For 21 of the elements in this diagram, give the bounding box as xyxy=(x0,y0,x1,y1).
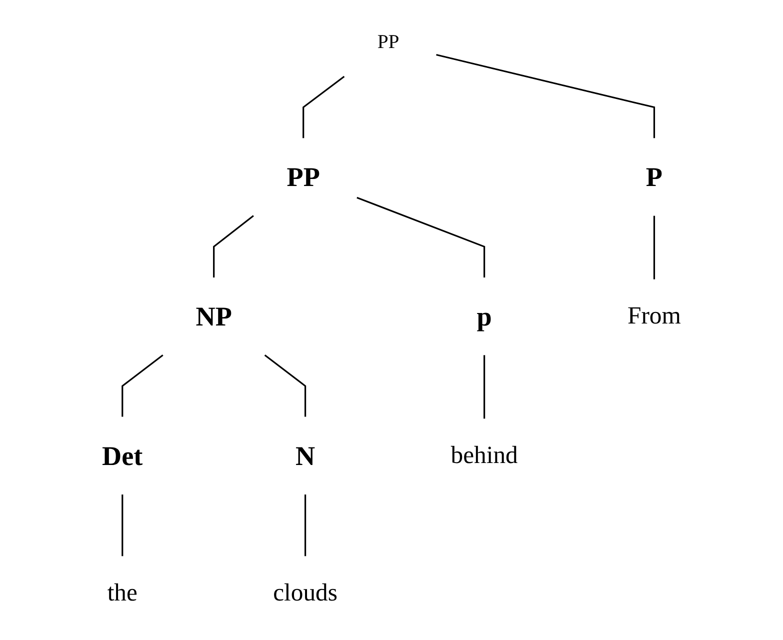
connector xyxy=(436,54,656,138)
node-text: p xyxy=(476,300,492,332)
node-text: From xyxy=(628,302,681,330)
node-text: the xyxy=(107,580,138,607)
connector xyxy=(484,355,486,419)
connector xyxy=(264,354,306,417)
connector xyxy=(302,76,345,138)
node-text: P xyxy=(646,162,663,192)
connector xyxy=(122,354,164,417)
node-text: clouds xyxy=(273,580,338,607)
node-text: NP xyxy=(196,300,232,332)
node-text: N xyxy=(296,440,316,472)
connector xyxy=(122,494,124,556)
connector xyxy=(213,215,254,278)
node-text: Det xyxy=(102,440,143,472)
connector xyxy=(653,216,656,280)
node-text: behind xyxy=(450,442,518,470)
connector xyxy=(356,196,486,278)
connector xyxy=(304,494,306,556)
node-text: PP xyxy=(286,162,320,192)
node-text: PP xyxy=(377,32,400,54)
